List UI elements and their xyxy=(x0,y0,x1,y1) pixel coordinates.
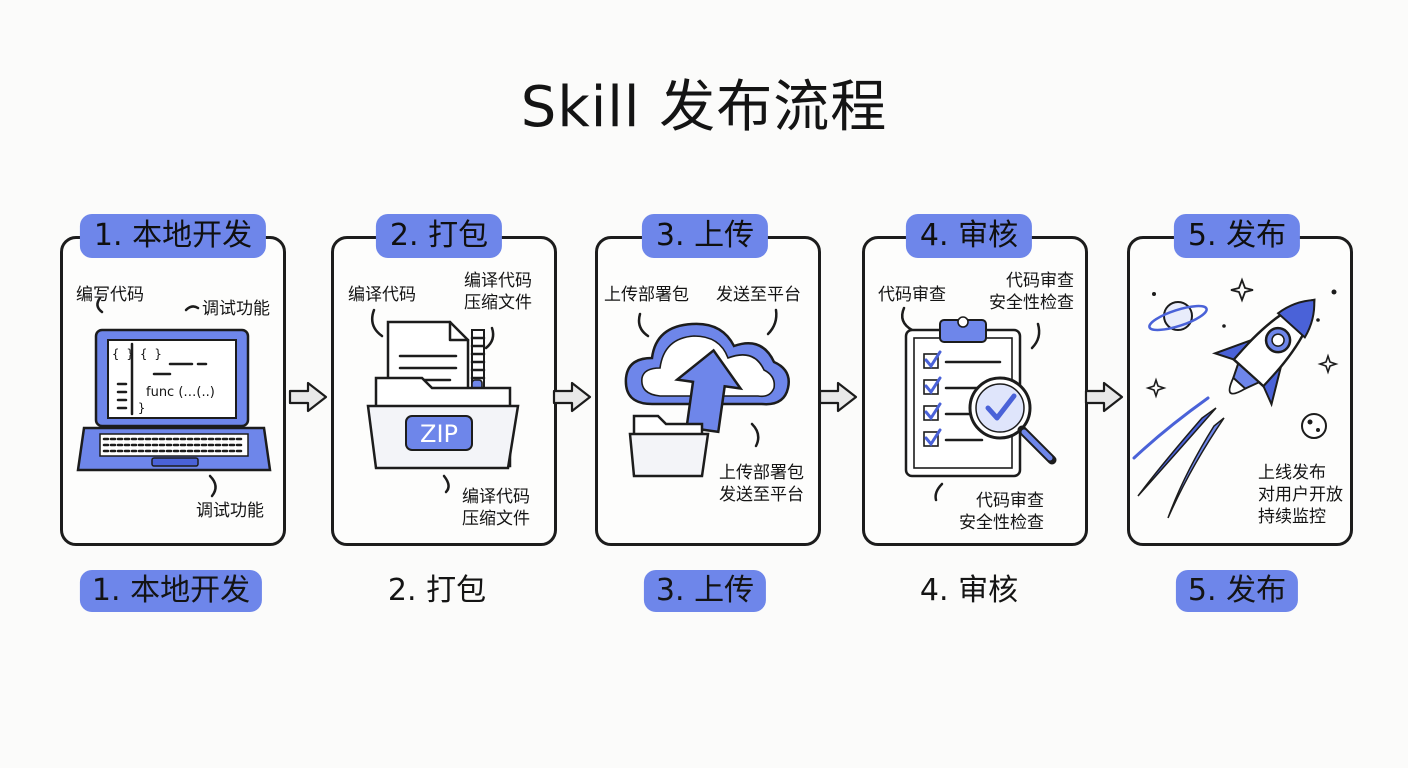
bottom-label-4: 4. 审核 xyxy=(919,573,1019,608)
bottom-label-3: 3. 上传 xyxy=(643,570,767,612)
code-token-1: { } xyxy=(112,347,134,361)
right-arrow-icon xyxy=(288,381,328,413)
note-review-security-bottom: 代码审查安全性检查 xyxy=(959,491,1044,533)
step-chip-5: 5. 发布 xyxy=(1173,214,1301,258)
bottom-label-2: 2. 打包 xyxy=(387,573,487,608)
cloud-upload-icon xyxy=(624,308,790,478)
zip-badge: ZIP xyxy=(420,420,458,448)
note-debug-bottom: 调试功能 xyxy=(196,501,264,521)
note-write-code: 编写代码 xyxy=(76,285,144,305)
bottom-label-5: 5. 发布 xyxy=(1175,570,1299,612)
step-chip-2: 2. 打包 xyxy=(375,214,503,258)
laptop-icon: { } { } func (…(..) } xyxy=(76,296,272,498)
note-upload-send-bottom: 上传部署包发送至平台 xyxy=(719,463,804,505)
clipboard-checklist-icon xyxy=(901,306,1057,502)
code-token-2: { } xyxy=(140,347,162,361)
rocket-icon xyxy=(1132,277,1339,519)
code-token-4: } xyxy=(138,401,145,415)
note-launch: 上线发布对用户开放持续监控 xyxy=(1258,463,1343,527)
zip-folder-icon: ZIP xyxy=(366,308,520,494)
right-arrow-icon xyxy=(818,381,858,413)
bottom-label-1: 1. 本地开发 xyxy=(79,570,263,612)
right-arrow-icon xyxy=(1084,381,1124,413)
note-send-to-platform: 发送至平台 xyxy=(716,285,801,305)
note-code-review: 代码审查 xyxy=(878,285,946,305)
note-compile: 编译代码 xyxy=(348,285,416,305)
right-arrow-icon xyxy=(552,381,592,413)
note-compile-compress-bottom: 编译代码压缩文件 xyxy=(462,487,530,529)
step-chip-1: 1. 本地开发 xyxy=(79,214,267,258)
note-review-security-top: 代码审查安全性检查 xyxy=(989,271,1074,313)
step-chip-4: 4. 审核 xyxy=(905,214,1033,258)
page-title: Skill 发布流程 xyxy=(520,75,888,140)
note-debug-top: 调试功能 xyxy=(202,299,270,319)
step-chip-3: 3. 上传 xyxy=(641,214,769,258)
code-token-3: func (…(..) xyxy=(146,385,215,400)
note-upload-package: 上传部署包 xyxy=(604,285,689,305)
note-compile-compress-top: 编译代码压缩文件 xyxy=(464,271,532,313)
